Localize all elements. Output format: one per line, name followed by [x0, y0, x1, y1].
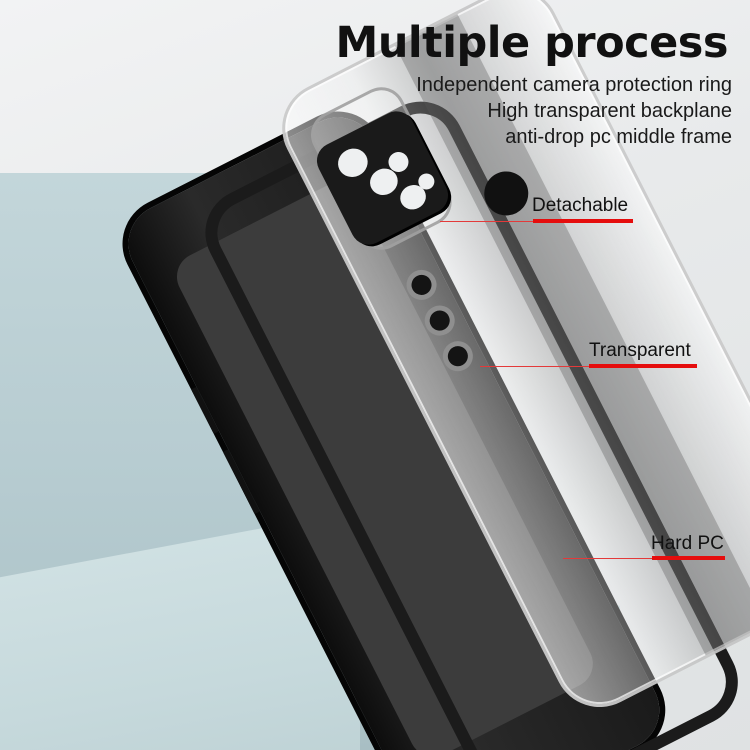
- headline-title: Multiple process: [335, 18, 729, 68]
- callout-transparent: Transparent: [589, 340, 691, 361]
- callout-detachable: Detachable: [532, 195, 629, 216]
- callout-underline: [589, 364, 697, 368]
- callout-leader-line: [563, 558, 653, 559]
- lens-reflection-icon: [419, 300, 460, 341]
- callout-hard-pc: Hard PC: [651, 533, 724, 554]
- callout-underline: [652, 556, 725, 560]
- lens-reflection-icon: [401, 264, 442, 306]
- callout-underline: [533, 219, 633, 223]
- lens-reflection-icon: [437, 336, 479, 377]
- callout-leader-line: [480, 366, 590, 367]
- feature-line: Independent camera protection ring: [416, 74, 732, 96]
- feature-line: anti-drop pc middle frame: [505, 126, 732, 148]
- lens-hole-icon: [333, 143, 373, 183]
- feature-line: High transparent backplane: [487, 100, 732, 122]
- callout-leader-line: [440, 221, 535, 222]
